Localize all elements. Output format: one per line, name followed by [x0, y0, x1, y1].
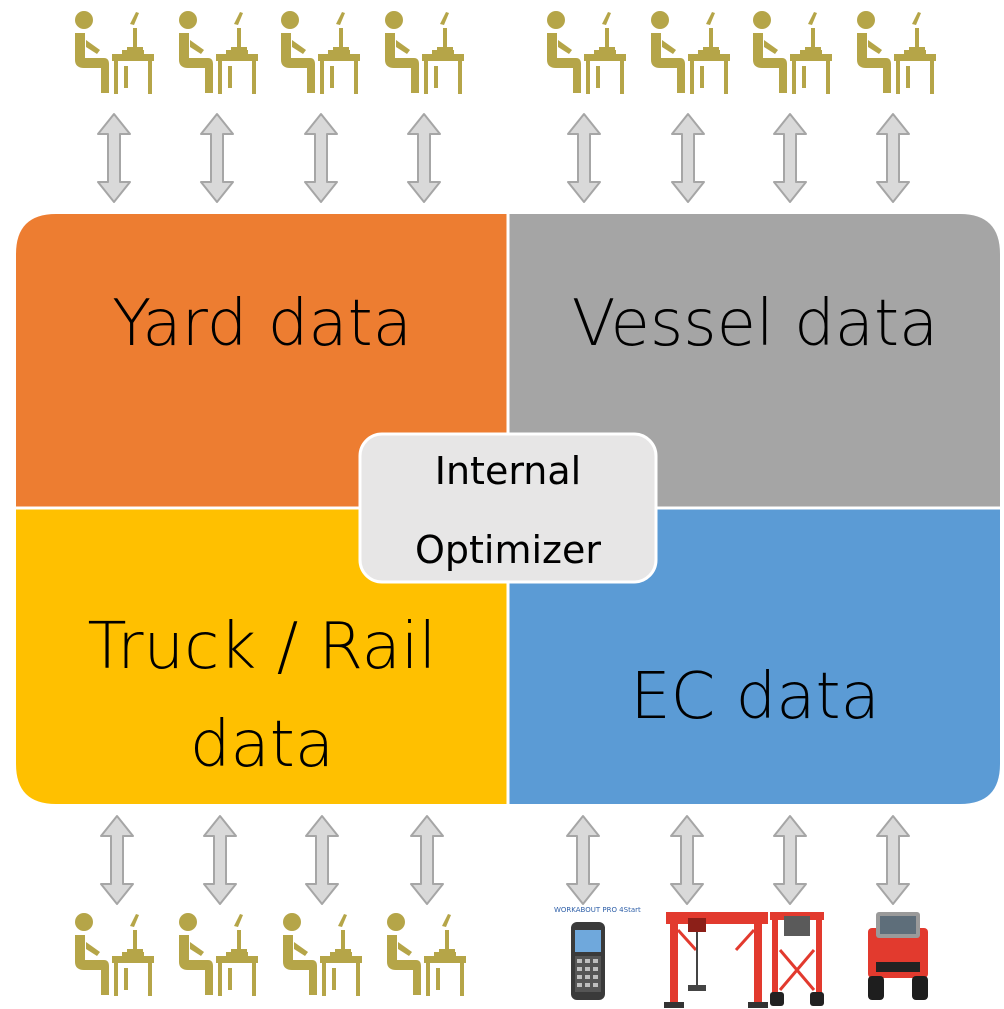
truck-rail-label-line1: Truck / Rail — [88, 610, 437, 684]
bidirectional-arrow-icon — [567, 113, 601, 203]
bidirectional-arrow-icon — [670, 815, 704, 905]
straddle-carrier-icon — [770, 912, 824, 1006]
optimizer-box-background — [358, 432, 658, 584]
person-at-desk-icon — [179, 913, 258, 996]
top-workstation-row — [75, 11, 936, 94]
ec-data-label: EC data — [630, 660, 880, 734]
vessel-data-label: Vessel data — [572, 287, 939, 361]
bidirectional-arrow-icon — [200, 113, 234, 203]
person-at-desk-icon — [283, 913, 362, 996]
handheld-terminal-icon: WORKABOUT PRO 4Start — [554, 906, 641, 1000]
gantry-crane-icon — [664, 912, 768, 1008]
bidirectional-arrow-icon — [305, 815, 339, 905]
bidirectional-arrow-icon — [203, 815, 237, 905]
bottom-arrow-row — [100, 815, 910, 905]
terminal-tractor-icon — [868, 912, 928, 1000]
yard-data-label: Yard data — [112, 287, 412, 361]
bidirectional-arrow-icon — [671, 113, 705, 203]
bidirectional-arrow-icon — [773, 815, 807, 905]
person-at-desk-icon — [547, 11, 626, 94]
handheld-caption: WORKABOUT PRO 4Start — [554, 906, 641, 914]
bidirectional-arrow-icon — [876, 113, 910, 203]
bidirectional-arrow-icon — [100, 815, 134, 905]
bidirectional-arrow-icon — [876, 815, 910, 905]
person-at-desk-icon — [857, 11, 936, 94]
internal-optimizer-box: Internal Optimizer — [358, 432, 658, 584]
bottom-workstation-row — [75, 913, 466, 996]
optimizer-label-line1: Internal — [435, 449, 581, 493]
person-at-desk-icon — [75, 11, 154, 94]
bidirectional-arrow-icon — [773, 113, 807, 203]
top-arrow-row — [97, 113, 910, 203]
person-at-desk-icon — [281, 11, 360, 94]
person-at-desk-icon — [753, 11, 832, 94]
person-at-desk-icon — [179, 11, 258, 94]
bidirectional-arrow-icon — [566, 815, 600, 905]
bidirectional-arrow-icon — [407, 113, 441, 203]
person-at-desk-icon — [387, 913, 466, 996]
bidirectional-arrow-icon — [97, 113, 131, 203]
bidirectional-arrow-icon — [410, 815, 444, 905]
person-at-desk-icon — [651, 11, 730, 94]
person-at-desk-icon — [385, 11, 464, 94]
optimizer-label-line2: Optimizer — [415, 528, 601, 572]
bidirectional-arrow-icon — [304, 113, 338, 203]
person-at-desk-icon — [75, 913, 154, 996]
truck-rail-label-line2: data — [190, 708, 334, 782]
